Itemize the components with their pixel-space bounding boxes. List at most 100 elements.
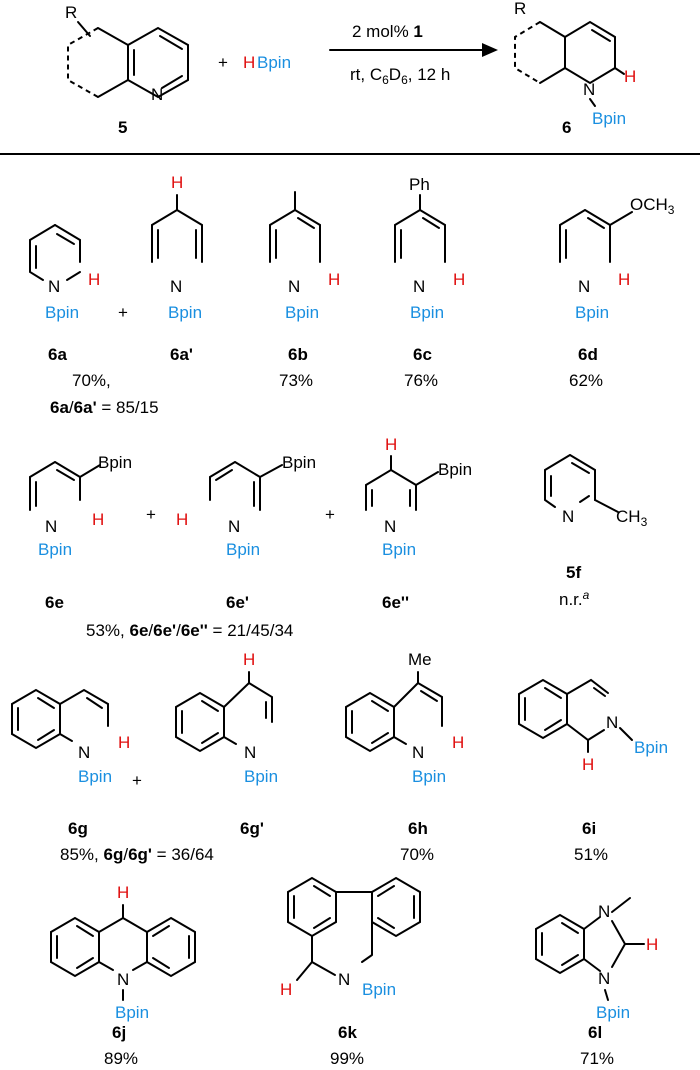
compound-6a-prime-label: 6a' bbox=[170, 345, 193, 364]
product-r-group: R bbox=[514, 0, 526, 18]
svg-text:N: N bbox=[338, 970, 350, 989]
compound-6a-label: 6a bbox=[48, 345, 67, 364]
reactant-label: 5 bbox=[118, 118, 127, 137]
svg-text:Bpin: Bpin bbox=[438, 460, 472, 479]
product-bpin: Bpin bbox=[592, 109, 626, 128]
solvent-conditions: rt, C6D6, 12 h bbox=[350, 65, 450, 87]
plus-sign: + bbox=[146, 505, 156, 524]
svg-text:Bpin: Bpin bbox=[282, 453, 316, 472]
svg-text:H: H bbox=[452, 733, 464, 752]
svg-text:Bpin: Bpin bbox=[115, 1003, 149, 1022]
compound-5f: N CH3 5f n.r.a bbox=[544, 454, 648, 609]
svg-text:N: N bbox=[117, 970, 129, 989]
row3-yield-ratio: 85%, 6g/6g' = 36/64 bbox=[60, 845, 214, 864]
svg-text:5f: 5f bbox=[566, 563, 581, 582]
svg-text:Bpin: Bpin bbox=[575, 303, 609, 322]
compound-6d: OCH3 N H Bpin 6d 62% bbox=[559, 195, 675, 390]
svg-text:H: H bbox=[92, 510, 104, 529]
svg-text:N: N bbox=[288, 277, 300, 296]
svg-text:H: H bbox=[117, 883, 129, 902]
svg-text:Bpin: Bpin bbox=[382, 540, 416, 559]
svg-text:N: N bbox=[45, 517, 57, 536]
svg-text:Bpin: Bpin bbox=[410, 303, 444, 322]
svg-text:N: N bbox=[244, 743, 256, 762]
svg-text:Bpin: Bpin bbox=[226, 540, 260, 559]
svg-text:6h: 6h bbox=[408, 819, 428, 838]
svg-text:Bpin: Bpin bbox=[634, 738, 668, 757]
row2-yield-ratio: 53%, 6e/6e'/6e'' = 21/45/34 bbox=[86, 621, 293, 640]
svg-text:N: N bbox=[578, 277, 590, 296]
compound-6e-prime: Bpin N H Bpin 6e' bbox=[176, 453, 316, 612]
svg-text:H: H bbox=[618, 270, 630, 289]
svg-text:6i: 6i bbox=[582, 819, 596, 838]
svg-text:H: H bbox=[582, 755, 594, 774]
svg-text:Bpin: Bpin bbox=[38, 540, 72, 559]
svg-text:Bpin: Bpin bbox=[412, 767, 446, 786]
svg-text:N: N bbox=[598, 902, 610, 921]
svg-text:N: N bbox=[606, 713, 618, 732]
svg-text:6c: 6c bbox=[413, 345, 432, 364]
svg-text:76%: 76% bbox=[404, 371, 438, 390]
reagent-bpin: Bpin bbox=[257, 53, 291, 72]
svg-text:62%: 62% bbox=[569, 371, 603, 390]
compound-6c: Ph N H Bpin 6c 76% bbox=[394, 175, 465, 390]
svg-text:Bpin: Bpin bbox=[168, 303, 202, 322]
svg-text:6l: 6l bbox=[588, 1023, 602, 1042]
svg-text:H: H bbox=[88, 270, 100, 289]
svg-text:6g': 6g' bbox=[240, 819, 264, 838]
svg-text:H: H bbox=[280, 980, 292, 999]
svg-text:N: N bbox=[384, 517, 396, 536]
svg-text:6e'': 6e'' bbox=[382, 593, 409, 612]
product-n-atom: N bbox=[583, 80, 595, 99]
svg-text:6g: 6g bbox=[68, 819, 88, 838]
product-6-structure: N H Bpin R bbox=[514, 0, 636, 128]
svg-text:Bpin: Bpin bbox=[98, 453, 132, 472]
svg-text:Bpin: Bpin bbox=[45, 303, 79, 322]
row1-yield: 70%, bbox=[72, 371, 111, 390]
phenyl-substituent: Ph bbox=[409, 175, 430, 194]
compound-6j: H N Bpin 6j 89% bbox=[50, 883, 196, 1068]
compound-6a: N H Bpin 6a bbox=[29, 224, 100, 364]
svg-text:N: N bbox=[598, 969, 610, 988]
svg-text:N: N bbox=[48, 277, 60, 296]
svg-text:N: N bbox=[413, 277, 425, 296]
reagent-hydride: H bbox=[243, 53, 255, 72]
compound-6a-prime: H N Bpin 6a' bbox=[151, 173, 203, 364]
plus-sign: + bbox=[118, 303, 128, 322]
svg-text:6k: 6k bbox=[338, 1023, 357, 1042]
compound-6b: N H Bpin 6b 73% bbox=[269, 191, 340, 390]
product-hydride: H bbox=[624, 67, 636, 86]
svg-text:6j: 6j bbox=[112, 1023, 126, 1042]
plus-sign: + bbox=[325, 505, 335, 524]
svg-text:H: H bbox=[646, 935, 658, 954]
row1-ratio: 6a/6a' = 85/15 bbox=[50, 398, 159, 417]
svg-text:N: N bbox=[228, 517, 240, 536]
svg-text:H: H bbox=[328, 270, 340, 289]
svg-text:H: H bbox=[453, 270, 465, 289]
product-label: 6 bbox=[562, 118, 571, 137]
catalyst-conditions: 2 mol% 1 bbox=[352, 22, 423, 41]
svg-text:H: H bbox=[385, 435, 397, 454]
compound-6g-prime: H N Bpin 6g' bbox=[175, 650, 278, 838]
svg-text:H: H bbox=[118, 733, 130, 752]
compound-6i: N Bpin H 6i 51% bbox=[518, 678, 668, 864]
svg-text:N: N bbox=[412, 743, 424, 762]
svg-text:H: H bbox=[171, 173, 183, 192]
svg-text:Bpin: Bpin bbox=[362, 980, 396, 999]
reaction-arrow bbox=[329, 43, 498, 57]
svg-text:73%: 73% bbox=[279, 371, 313, 390]
reactant-r-group: R bbox=[65, 3, 77, 22]
svg-text:Bpin: Bpin bbox=[78, 767, 112, 786]
svg-text:6e: 6e bbox=[45, 593, 64, 612]
svg-text:Bpin: Bpin bbox=[596, 1003, 630, 1022]
methyl-me-substituent: Me bbox=[408, 650, 432, 669]
svg-text:H: H bbox=[243, 650, 255, 669]
svg-text:Bpin: Bpin bbox=[285, 303, 319, 322]
svg-text:Bpin: Bpin bbox=[244, 767, 278, 786]
compound-6h: Me N H Bpin 6h 70% bbox=[345, 650, 464, 864]
svg-text:89%: 89% bbox=[104, 1049, 138, 1068]
compound-6e: Bpin N H Bpin 6e bbox=[29, 453, 132, 612]
plus-sign: + bbox=[218, 53, 228, 72]
svg-text:6b: 6b bbox=[288, 345, 308, 364]
svg-text:N: N bbox=[78, 743, 90, 762]
